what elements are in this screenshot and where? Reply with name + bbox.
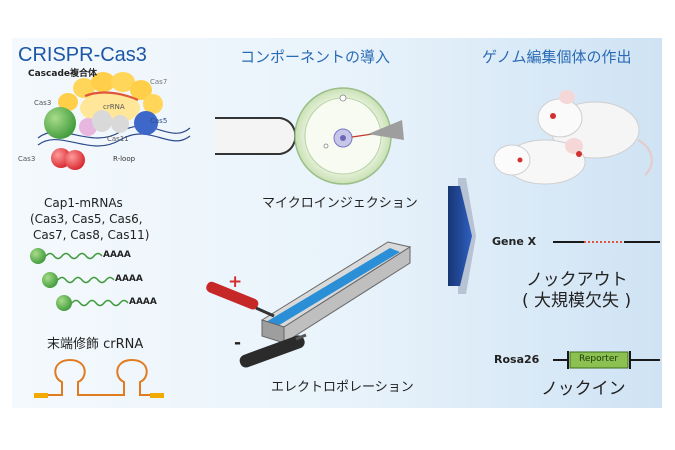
process-arrow xyxy=(448,178,476,294)
rloop-label: R-loop xyxy=(113,155,136,163)
cas5-label: Cas5 xyxy=(150,117,168,125)
crispr-title: CRISPR-Cas3 xyxy=(18,44,147,66)
cas7-label: Cas7 xyxy=(150,78,168,86)
mrna-label-line3: Cas7, Cas8, Cas11) xyxy=(33,228,150,242)
electroporation-illustration xyxy=(206,241,412,368)
delivery-title: コンポーネントの導入 xyxy=(240,48,391,66)
mrna-label-line1: Cap1-mRNAs xyxy=(44,196,123,210)
knockout-label: ノックアウト xyxy=(526,270,628,290)
cas11-label: Cas11 xyxy=(107,135,129,143)
cas3-label-top: Cas3 xyxy=(34,99,52,107)
crrna-illustration xyxy=(34,358,164,398)
polya-tail-3: AAAA xyxy=(129,297,157,307)
polya-tail-2: AAAA xyxy=(115,274,143,284)
mice-illustration xyxy=(493,90,653,185)
microinjection-illustration xyxy=(215,87,404,185)
knockin-label: ノックイン xyxy=(541,379,626,399)
rosa26-locus xyxy=(553,351,660,369)
cas3-label-bottom: Cas3 xyxy=(18,155,36,163)
electroporation-label: エレクトロポレーション xyxy=(271,380,414,395)
polya-tail-1: AAAA xyxy=(103,250,131,260)
cascade-complex-illustration xyxy=(37,72,191,170)
cascade-complex-label: Cascade複合体 xyxy=(28,69,97,79)
crrna-label-complex: crRNA xyxy=(103,103,125,111)
gene-x-label: Gene X xyxy=(492,235,537,248)
rosa26-label: Rosa26 xyxy=(494,353,540,366)
plus-electrode-label: + xyxy=(228,272,243,292)
minus-electrode-label: - xyxy=(234,333,242,353)
mrna-molecules xyxy=(30,248,129,311)
reporter-label: Reporter xyxy=(579,354,619,364)
microinjection-label: マイクロインジェクション xyxy=(262,196,418,211)
large-deletion-label: ( 大規模欠失 ) xyxy=(522,291,632,311)
mrna-label-line2: (Cas3, Cas5, Cas6, xyxy=(30,212,143,226)
result-title: ゲノム編集個体の作出 xyxy=(482,48,632,66)
crrna-modified-label: 末端修飾 crRNA xyxy=(47,337,144,352)
